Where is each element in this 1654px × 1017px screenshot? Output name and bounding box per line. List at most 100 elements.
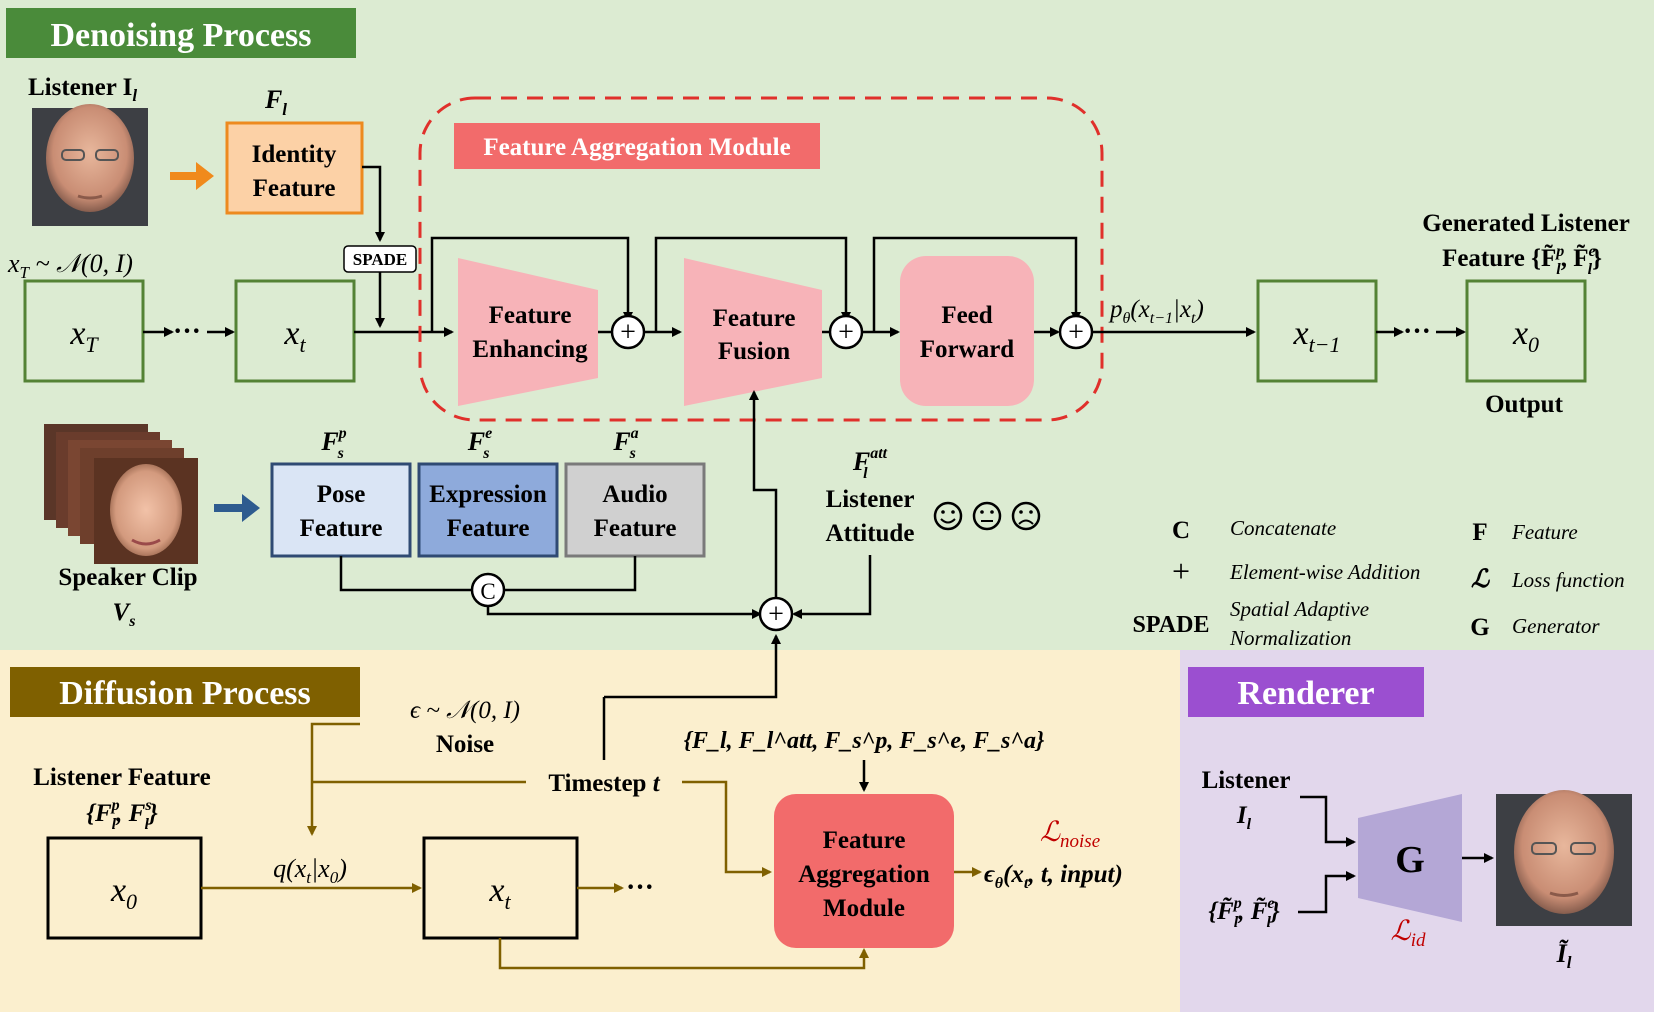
diffusion-xt-label: xt [488,872,511,914]
q-forward-process: q(xt|x0) [273,854,347,887]
condition-add-symbol: + [768,599,784,630]
noise-loss: ℒnoise [1040,817,1100,852]
noise-to-q-arrow [307,722,360,836]
noise-label: Noise [436,731,494,758]
denoising-title: Denoising Process [51,17,312,54]
fam-title-bg [454,123,820,169]
identity-feature-line1: Identity [252,141,337,168]
legend: C Concatenate + Element-wise Addition SP… [1133,516,1625,650]
legend-text-spade-1: Spatial Adaptive [1230,597,1369,621]
identity-feature-line2: Feature [253,175,336,202]
feature-enhancing-block [458,258,598,406]
expression-feature-line2: Feature [447,515,530,542]
speaker-clip-Vs: Vs [113,599,136,630]
legend-sym-concat: C [1172,517,1190,544]
generated-listener-line1: Generated Listener [1422,210,1630,237]
feature-enhancing-line2: Enhancing [472,336,588,363]
frowning-face-icon [1011,501,1041,531]
concat-symbol: C [480,579,495,604]
fam-dashed-region [418,96,1104,422]
feature-enhancing-line1: Feature [489,302,572,329]
fam-inputs-set: {F_l, F_l^att, F_s^p, F_s^e, F_s^a} [684,728,1045,754]
feed-forward-line1: Feed [941,302,992,329]
listener-attitude-line2: Attitude [826,520,915,547]
smiling-face-icon [933,501,963,531]
speaker-clip-label: Speaker Clip [58,564,197,591]
F-l-label: Fl [264,85,287,119]
xt-minus-1-label: xt−1 [1292,315,1340,357]
add-node-3-symbol: + [1068,317,1084,348]
xt-box-label: xt [283,315,306,357]
listener-attitude-line1: Listener [826,486,915,513]
pose-to-concat [339,556,472,592]
rendered-listener-image [1496,790,1632,926]
epsilon-prediction: ϵθ(xt, t, input) [984,861,1123,892]
feature-fusion-line2: Fusion [718,338,790,365]
fam-train-block [774,794,954,948]
fam-train-line1: Feature [823,827,906,854]
pose-feature-box [270,462,412,558]
legend-sym-spade: SPADE [1133,612,1210,638]
timestep-to-add-arrow [604,634,781,699]
x0-box-label: x0 [1512,315,1539,357]
generator-label: G [1395,839,1425,881]
attitude-to-add-arrow [792,555,872,619]
concat-to-add-arrow [486,606,762,619]
neutral-face-icon [972,501,1002,531]
denoising-title-bg [6,8,356,58]
fam-train-line3: Module [823,895,905,922]
legend-text-spade-2: Normalization [1229,626,1351,650]
identity-to-spade-arrow [362,165,385,242]
add-node-1-symbol: + [620,317,636,348]
dots-2: ··· [1403,316,1431,347]
rendered-output-label: Ĩl [1556,939,1572,972]
blue-right-arrow-icon [214,494,260,522]
skip-connection-1 [430,236,633,332]
audio-to-concat [504,556,637,592]
timestep-to-fam-arrow [682,780,772,877]
generator-block [1358,794,1462,922]
fam-title: Feature Aggregation Module [483,134,790,161]
renderer-title-bg [1188,667,1424,717]
diffusion-title-bg [10,667,360,717]
add-node-2-symbol: + [838,317,854,348]
output-label: Output [1485,391,1563,418]
listener-feature-line1: Listener Feature [33,764,211,791]
diffusion-title: Diffusion Process [59,675,311,712]
spade-label: SPADE [353,250,407,269]
xt-to-fam-arrow [498,938,869,970]
x0-box [1465,279,1587,383]
renderer-title: Renderer [1237,675,1374,712]
skip-connection-2 [654,236,851,332]
xT-box-label: xT [69,315,99,357]
audio-feature-box [564,462,706,558]
listener-face-image [32,104,148,226]
orange-right-arrow-icon [170,162,214,190]
pose-feature-line1: Pose [317,481,366,508]
expression-feature-line1: Expression [429,481,547,508]
fam-train-line2: Aggregation [798,861,930,888]
renderer-listener-line2: Il [1236,802,1252,833]
legend-text-concat: Concatenate [1230,516,1336,540]
skip-connection-3 [872,236,1081,332]
speaker-clip-image-stack [44,424,198,564]
identity-feature-box [227,123,362,213]
pose-feature-line2: Feature [300,515,383,542]
legend-text-add: Element-wise Addition [1229,560,1420,584]
feature-to-G-arrow [1298,871,1356,914]
xT-distribution: xT ~ 𝒩(0, I) [7,249,133,282]
legend-text-feature: Feature [1511,520,1578,544]
feature-fusion-block [684,258,822,406]
identity-loss: ℒid [1391,916,1426,951]
legend-sym-loss: ℒ [1471,566,1490,593]
renderer-listener-line1: Listener [1202,767,1291,794]
audio-feature-line2: Feature [594,515,677,542]
